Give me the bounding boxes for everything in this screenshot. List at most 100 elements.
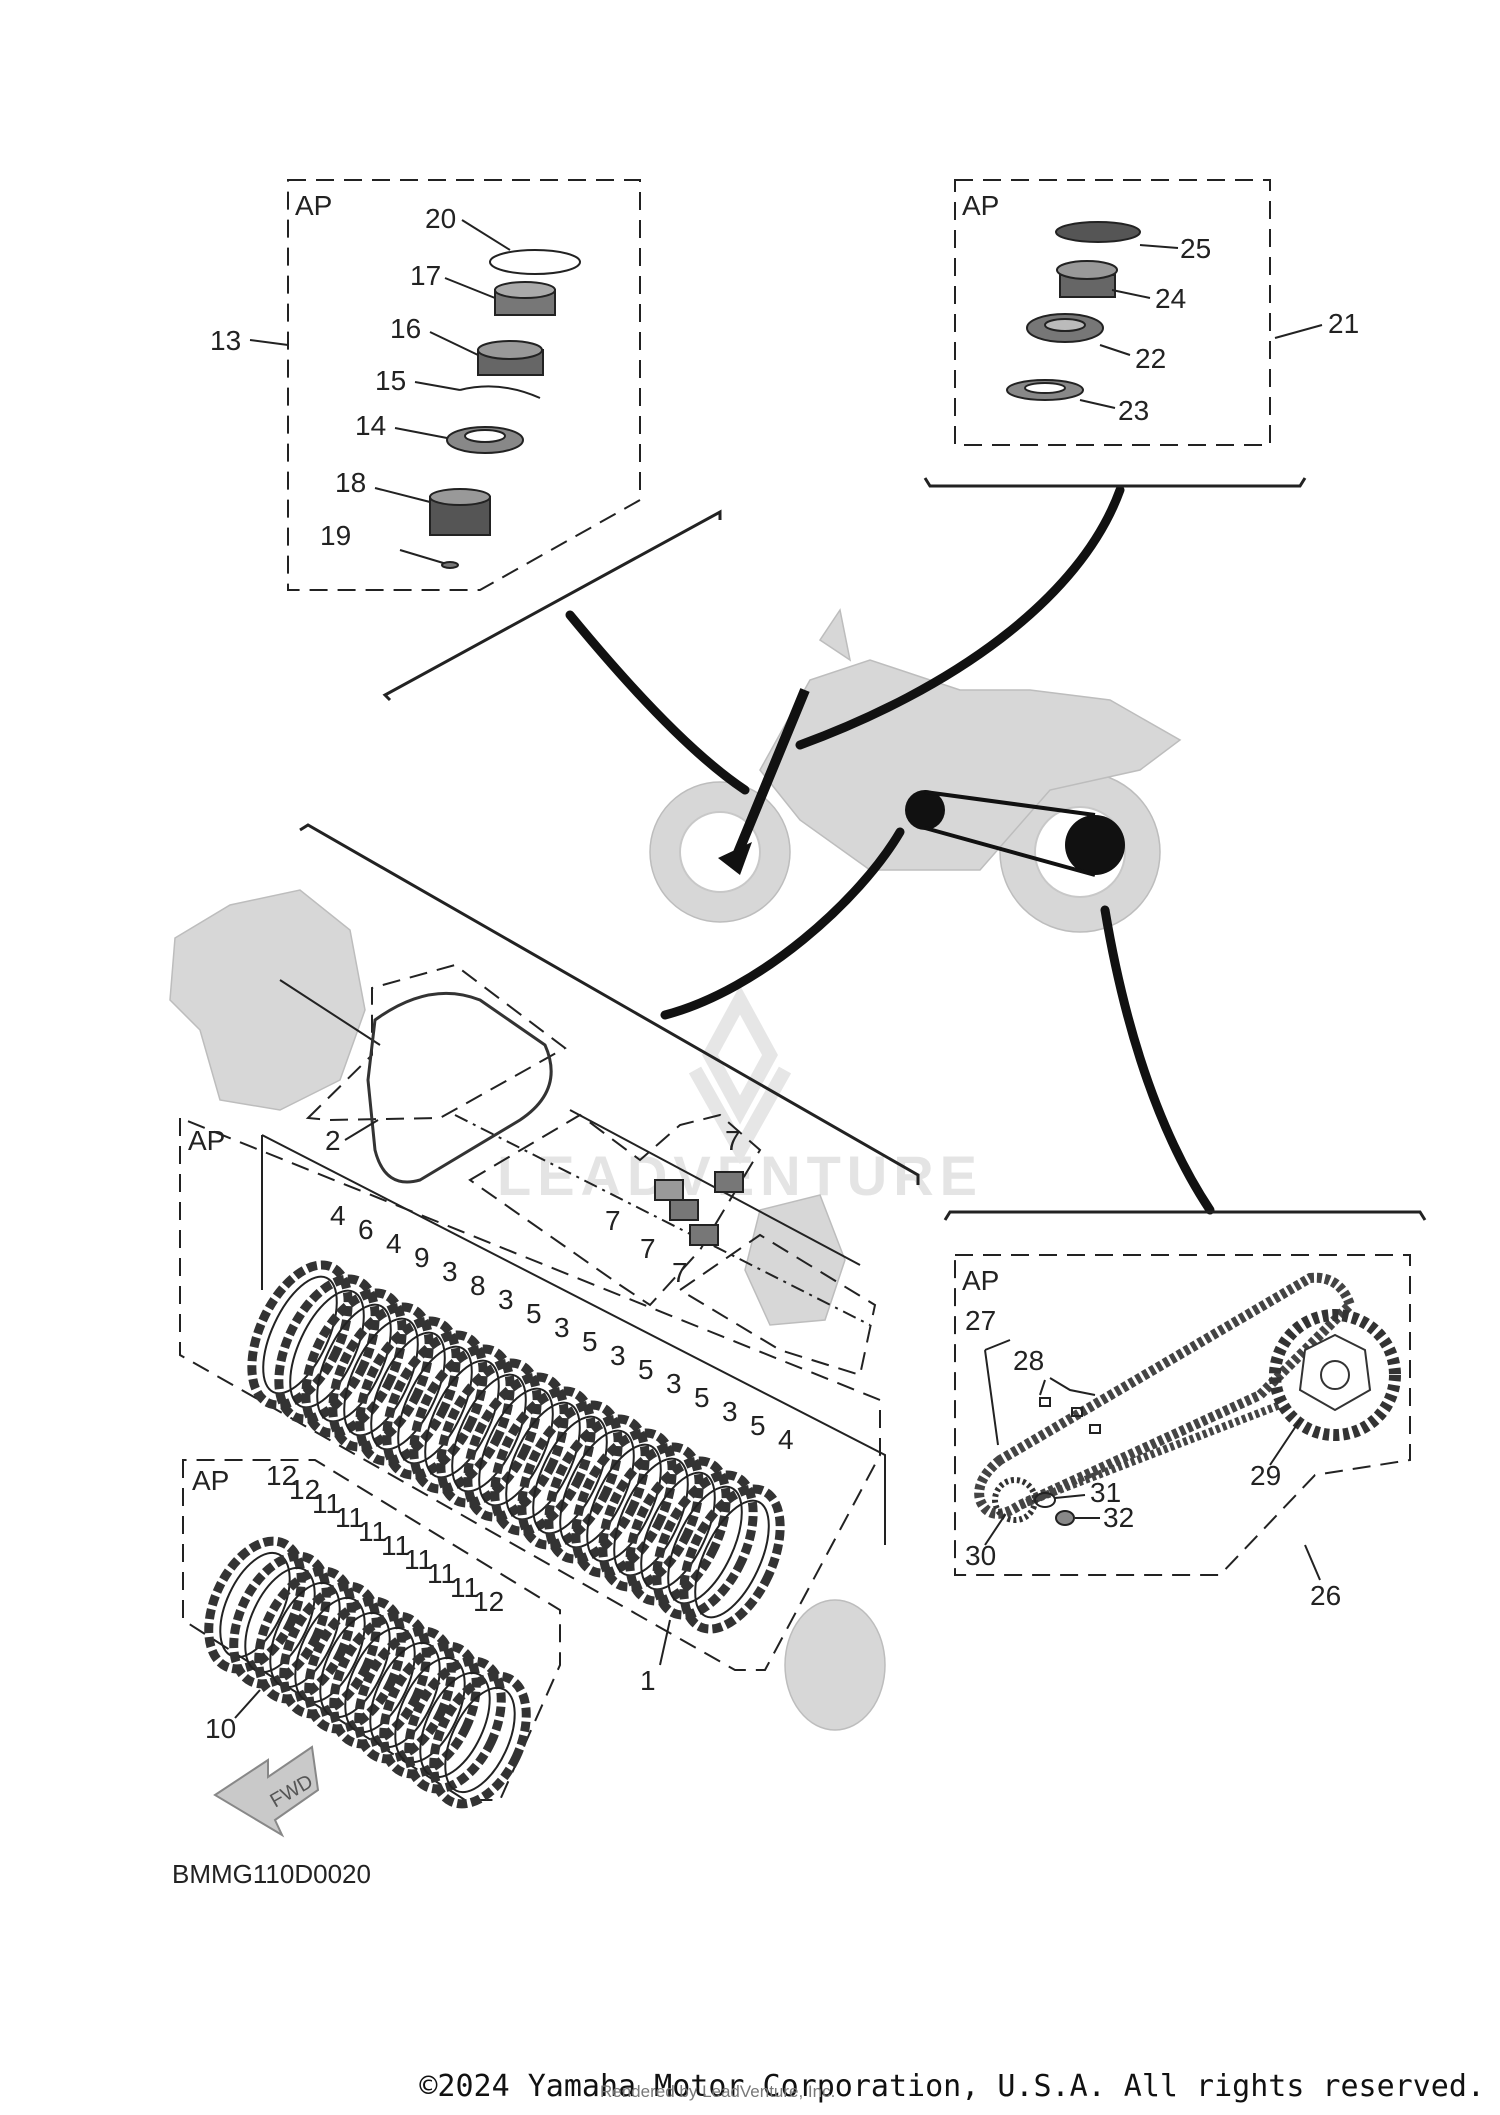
clutch-disk (436, 1358, 542, 1508)
group-tag-21: AP (962, 190, 999, 221)
clutch-disk (490, 1386, 596, 1536)
clutch-disk-inner (586, 1443, 662, 1563)
clutch-disk-inner (343, 1317, 419, 1437)
svg-text:7: 7 (672, 1257, 688, 1288)
plate-callout: 12 (473, 1586, 504, 1617)
friction-plates (204, 1536, 531, 1809)
motorcycle-illustration (649, 608, 1182, 933)
clutch-disk (204, 1536, 306, 1674)
clutch-disk (679, 1484, 785, 1634)
group-box-26 (954, 1254, 1411, 1576)
pointer-arrowhead (718, 842, 752, 875)
drive-chain (974, 1272, 1356, 1519)
clutch-disk (304, 1596, 406, 1734)
svg-text:32: 32 (1103, 1502, 1134, 1533)
plate-callout: 11 (358, 1516, 387, 1547)
clutch-disk (274, 1274, 380, 1424)
group-tag-13: AP (295, 190, 332, 221)
clutch-disk (382, 1330, 488, 1480)
part-16: 16 (390, 313, 544, 376)
plate-callout: 4 (330, 1200, 346, 1231)
group-box-1 (179, 1116, 881, 1671)
connector-21 (795, 485, 1125, 750)
svg-text:25: 25 (1180, 233, 1211, 264)
callout-2: 2 (325, 1125, 341, 1156)
part-19: 19 (320, 520, 459, 569)
clutch-disk (598, 1442, 704, 1592)
springs-7: 7 7 7 7 (605, 1125, 744, 1288)
part-24: 24 (1056, 260, 1186, 314)
part-15: 15 (375, 365, 541, 399)
svg-text:20: 20 (425, 203, 456, 234)
plate-callout: 5 (582, 1326, 598, 1357)
svg-text:17: 17 (410, 260, 441, 291)
svg-text:15: 15 (375, 365, 406, 396)
svg-text:29: 29 (1250, 1460, 1281, 1491)
clutch-disk (254, 1566, 356, 1704)
clutch-disk-inner (289, 1289, 365, 1409)
plate-callout: 3 (554, 1312, 570, 1343)
chain-indicator (924, 790, 1096, 877)
svg-text:28: 28 (1013, 1345, 1044, 1376)
part-25: 25 (1055, 221, 1211, 264)
pointer-line-front (730, 688, 810, 862)
clutch-disk (463, 1372, 569, 1522)
svg-text:18: 18 (335, 467, 366, 498)
callout-26: 26 (1310, 1580, 1341, 1611)
copyright-notice: ©2024 Yamaha Motor Corporation, U.S.A. A… (419, 2069, 1485, 2104)
plate-callout: 12 (289, 1474, 320, 1505)
svg-text:27: 27 (965, 1305, 996, 1336)
bracket-21 (923, 477, 1307, 488)
clutch-disk (379, 1641, 481, 1779)
clutch-disk-inner (424, 1359, 500, 1479)
clutch-disk (229, 1551, 331, 1689)
connector-1 (660, 827, 905, 1020)
clutch-disk (571, 1428, 677, 1578)
connector-26 (1100, 905, 1215, 1215)
washer-31: 31 (1034, 1477, 1121, 1508)
plate-callout: 11 (427, 1558, 456, 1589)
svg-text:22: 22 (1135, 343, 1166, 374)
clutch-disk (301, 1288, 407, 1438)
fwd-arrow: FWD (213, 1745, 320, 1838)
svg-text:16: 16 (390, 313, 421, 344)
plate-callout: 11 (335, 1502, 364, 1533)
gasket-2 (366, 991, 553, 1184)
part-17: 17 (410, 260, 556, 316)
plate-callout: 11 (450, 1572, 479, 1603)
plate-callout: 12 (266, 1460, 297, 1491)
watermark-logo (688, 985, 792, 1165)
group-tag-1: AP (188, 1125, 225, 1156)
clutch-disk (409, 1344, 515, 1494)
clutch-disk (355, 1316, 461, 1466)
clutch-disk (429, 1671, 531, 1809)
diagram-code: BMMG110D0020 (172, 1859, 371, 1889)
callout-1: 1 (640, 1665, 656, 1696)
svg-text:23: 23 (1118, 395, 1149, 426)
clutch-disk (279, 1581, 381, 1719)
master-link-28: 28 (1013, 1345, 1101, 1434)
plate-callout: 5 (750, 1410, 766, 1441)
clutch-disk-inner (397, 1345, 473, 1465)
callout-10: 10 (205, 1713, 236, 1744)
group-tag-26: AP (962, 1265, 999, 1296)
svg-text:30: 30 (965, 1540, 996, 1571)
plate-callout: 4 (778, 1424, 794, 1455)
svg-text:31: 31 (1090, 1477, 1121, 1508)
connector-13 (565, 610, 750, 795)
part-14: 14 (355, 410, 524, 454)
plate-callout: 5 (638, 1354, 654, 1385)
bracket-1 (299, 823, 920, 1185)
clutch-disk-inner (613, 1457, 689, 1577)
svg-text:24: 24 (1155, 283, 1186, 314)
callout-13: 13 (210, 325, 241, 356)
rear-sprocket-dot (1065, 815, 1125, 875)
clutch-disk (652, 1470, 758, 1620)
clutch-disk-inner (444, 1686, 516, 1794)
clutch-hub-illustration (744, 1194, 846, 1326)
clutch-disk-inner (640, 1471, 716, 1591)
group-box-21 (954, 179, 1271, 446)
callout-21: 21 (1328, 308, 1359, 339)
plate-callout: 9 (414, 1242, 430, 1273)
